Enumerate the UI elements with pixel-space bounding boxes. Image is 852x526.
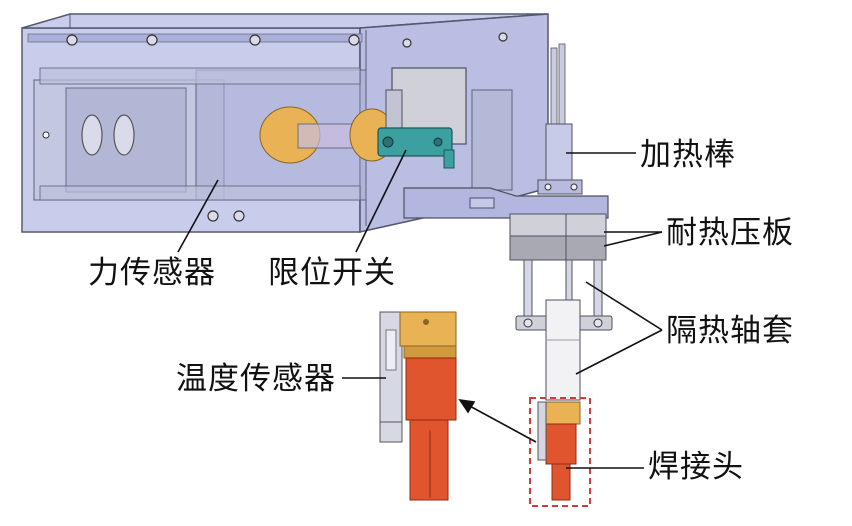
- label-welding-head: 焊接头: [648, 449, 744, 485]
- label-heat-resistant-plate: 耐热压板: [666, 215, 794, 251]
- label-insulating-sleeve: 隔热轴套: [666, 313, 794, 349]
- welding-head-enlarged: [379, 311, 457, 501]
- screw-heads: [66, 32, 508, 222]
- label-temperature-sensor: 温度传感器: [176, 361, 336, 397]
- limit-switch: [377, 67, 513, 191]
- highlight-dashed-box: [529, 397, 591, 507]
- label-limit-switch: 限位开关: [268, 255, 396, 291]
- label-heating-rod: 加热棒: [640, 137, 736, 173]
- insulating-sleeve: [515, 259, 613, 401]
- leader-lines: [177, 149, 663, 469]
- heat-resistant-plate: [403, 187, 609, 261]
- force-sensor: [33, 67, 395, 201]
- heating-rod: [537, 43, 583, 195]
- welding-head-small: [537, 401, 581, 501]
- label-force-sensor: 力传感器: [88, 255, 216, 291]
